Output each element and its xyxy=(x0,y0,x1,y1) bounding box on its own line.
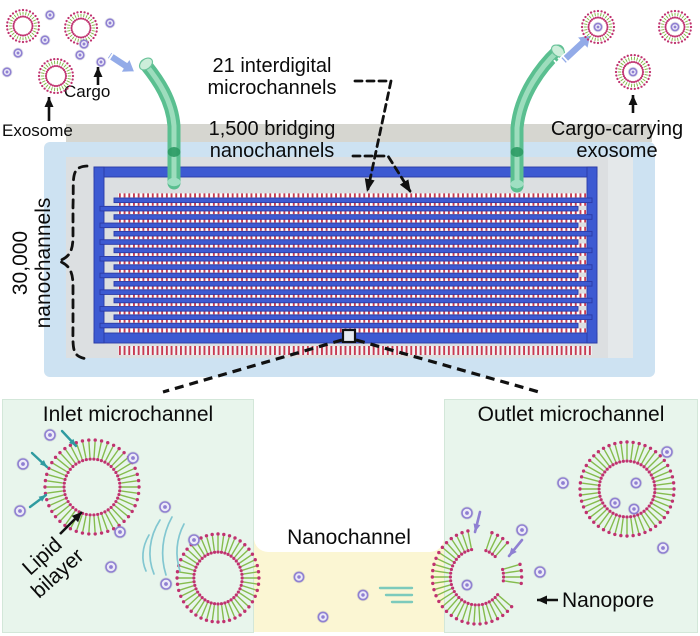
nanochannels-count-label: 30,000 nanochannels xyxy=(9,158,55,368)
interdigital-line1: 21 interdigital xyxy=(212,55,332,77)
side-line2: nanochannels xyxy=(32,197,55,329)
bridging-line2: nanochannels xyxy=(209,140,335,162)
cargo-carrying-exosome-label: Cargo-carrying exosome xyxy=(531,118,700,162)
interdigital-line2: microchannels xyxy=(207,77,337,99)
nanochannel-label: Nanochannel xyxy=(287,526,411,549)
cargo-label: Cargo xyxy=(64,82,111,101)
exosome-label: Exosome xyxy=(2,121,73,140)
nanochannel-band xyxy=(254,540,444,632)
nanochannel-gap xyxy=(254,399,444,552)
chip-inner-strip xyxy=(608,157,633,358)
carrying-line2: exosome xyxy=(576,140,658,162)
bridging-line1: 1,500 bridging xyxy=(208,118,336,140)
side-line1: 30,000 xyxy=(9,230,32,296)
bridging-nanochannels-label: 1,500 bridging nanochannels xyxy=(186,118,358,162)
inlet-microchannel-label: Inlet microchannel xyxy=(42,403,214,426)
outlet-microchannel-label: Outlet microchannel xyxy=(477,403,665,426)
chip-inner-region xyxy=(66,157,608,358)
interdigital-microchannels-label: 21 interdigital microchannels xyxy=(186,55,358,99)
nanopore-label: Nanopore xyxy=(562,589,655,612)
carrying-line1: Cargo-carrying xyxy=(550,118,684,140)
